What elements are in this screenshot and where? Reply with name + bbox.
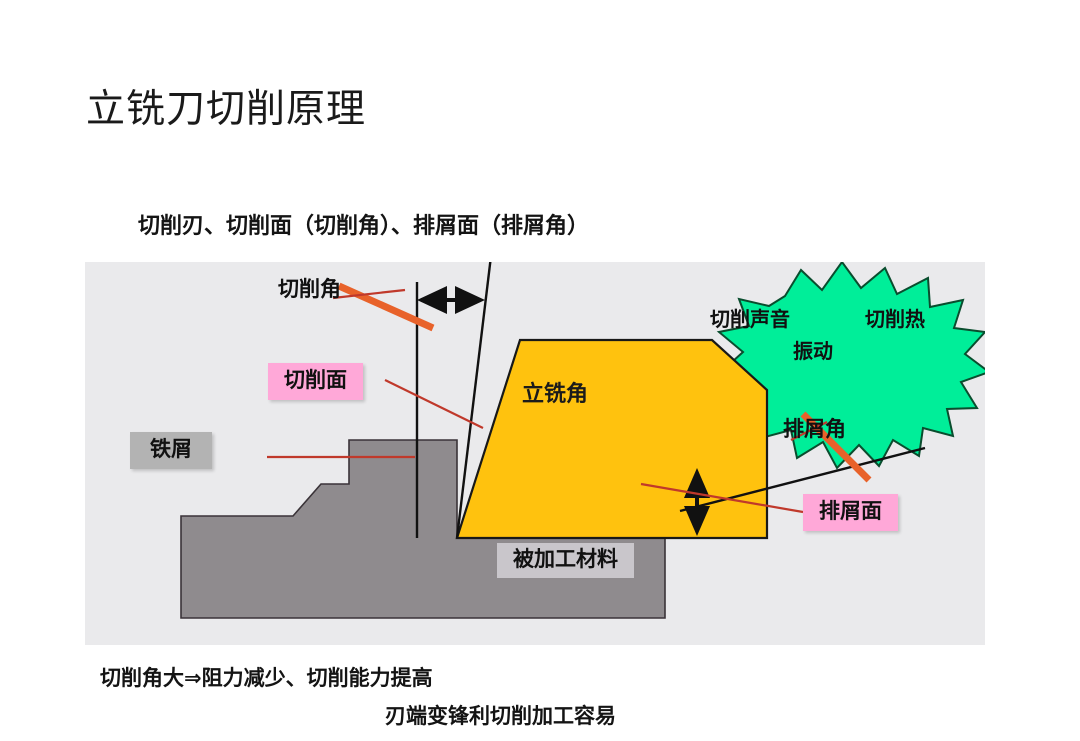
diagram-panel: 切削角 切削面 铁屑 立铣角 切削声音 切削热 振动 排屑角 排屑面 被加工材料 (85, 262, 985, 645)
label-workpiece: 被加工材料 (497, 543, 634, 578)
cutting-angle-orange-marker (337, 282, 435, 332)
leader-line-cutting-face (384, 379, 484, 429)
footer-conclusion-line-2: 刃端变锋利切削加工容易 (385, 705, 616, 728)
label-chip-discharge-angle: 排屑角 (783, 418, 846, 441)
cutting-principle-diagram (180, 262, 985, 619)
leader-line-chip-discharge-face (640, 482, 804, 514)
label-vibration: 振动 (793, 341, 833, 363)
cutting-edge-reference-line (455, 262, 492, 539)
label-chip-discharge-face: 排屑面 (803, 494, 898, 531)
chip-discharge-reference-line (679, 446, 926, 513)
chip-discharge-orange-marker (800, 411, 872, 483)
leader-line-chip-discharge-angle (790, 421, 828, 441)
footer-conclusion-line-1: 切削角大⇒阻力减少、切削能力提高 (100, 667, 433, 690)
label-cutting-heat: 切削热 (865, 309, 925, 331)
cutting-angle-double-arrow (417, 286, 485, 314)
label-cutting-face: 切削面 (268, 363, 363, 400)
chip-discharge-angle-double-arrow (684, 468, 710, 536)
label-cutting-sound: 切削声音 (710, 309, 790, 331)
endmill-tool-shape (455, 338, 769, 540)
label-cutting-angle: 切削角 (278, 278, 341, 301)
leader-line-cutting-angle (332, 288, 406, 300)
page-title: 立铣刀切削原理 (86, 88, 367, 131)
subtitle: 切削刃、切削面（切削角）、排屑面（排屑角） (138, 213, 590, 238)
label-chip: 铁屑 (130, 432, 212, 469)
label-endmill-angle: 立铣角 (522, 381, 589, 406)
